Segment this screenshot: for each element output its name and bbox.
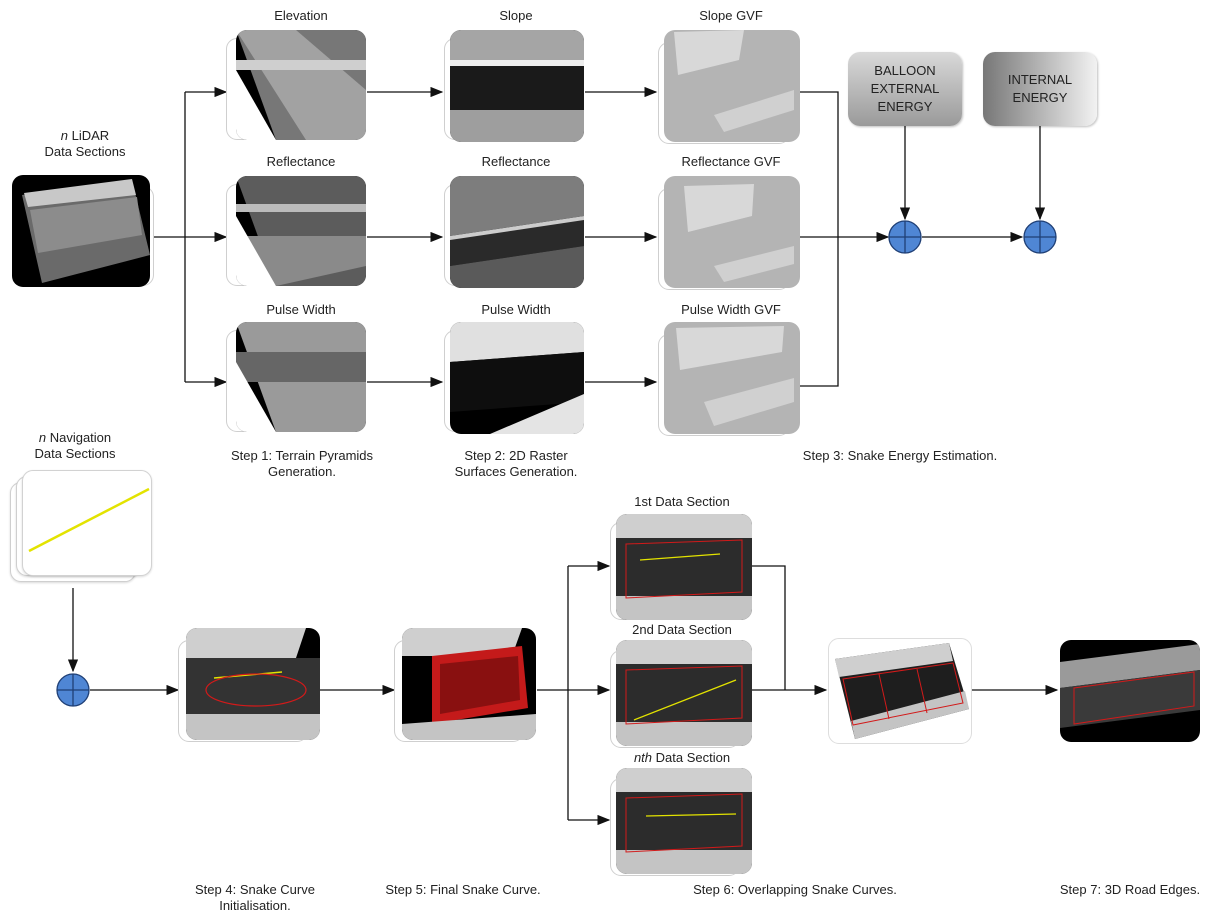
nav-title-rest: Navigation [46,430,112,445]
gvf-merge-bracket [800,91,839,387]
lidar-title-n: n [60,128,69,143]
step4-caption: Step 4: Snake Curve Initialisation. [180,882,330,914]
adder-nav-icon [56,673,90,707]
step4-snake-init-image [186,628,320,740]
balloon-line-3: ENERGY [877,99,933,114]
nav-title: n Navigation Data Sections [20,430,130,462]
step2-caption: Step 2: 2D Raster Surfaces Generation. [436,448,596,480]
lidar-title: n LiDAR Data Sections [30,128,140,160]
adder-1-icon [888,220,922,254]
balloon-line-1: BALLOON [874,63,936,78]
label-elevation: Elevation [274,8,328,23]
lidar-title-line2: Data Sections [44,144,126,159]
adder-2-icon [1023,220,1057,254]
pulse-width-gvf-image [664,322,800,434]
label-reflectance-pyramid: Reflectance [266,154,336,169]
label-reflectance-gvf: Reflectance GVF [681,154,781,169]
step2-caption-line2: Surfaces Generation. [454,464,578,479]
section-1-merge-line [752,565,786,690]
reflectance-pyramid-image [236,176,366,286]
step6-overlap-image [828,638,972,744]
step5-final-snake-image [402,628,536,740]
label-pulse-width-raster: Pulse Width [481,302,551,317]
step4-caption-line2: Initialisation. [219,898,291,913]
internal-line-1: INTERNAL [1007,72,1073,87]
label-pulse-width-gvf: Pulse Width GVF [681,302,781,317]
step5-caption: Step 5: Final Snake Curve. [385,882,541,897]
nav-title-n: n [38,430,47,445]
label-nth-rest: Data Section [652,750,731,765]
slope-gvf-image [664,30,800,142]
internal-energy-box: INTERNAL ENERGY [983,52,1097,126]
reflectance-raster-image [450,176,584,288]
step4-caption-line1: Step 4: Snake Curve [195,882,315,897]
nav-trajectory-line [28,487,150,553]
pulse-width-pyramid-image [236,322,366,432]
nav-data-image [22,470,152,576]
label-reflectance-raster: Reflectance [481,154,551,169]
step3-caption: Step 3: Snake Energy Estimation. [802,448,998,463]
label-1st-data-section: 1st Data Section [634,494,730,509]
balloon-external-energy-box: BALLOON EXTERNAL ENERGY [848,52,962,126]
balloon-line-2: EXTERNAL [870,81,940,96]
label-nth-italic: nth [633,750,653,765]
step2-caption-line1: Step 2: 2D Raster [464,448,568,463]
elevation-image [236,30,366,140]
step1-caption-line2: Generation. [268,464,336,479]
step7-caption: Step 7: 3D Road Edges. [1059,882,1201,897]
lidar-title-rest: LiDAR [68,128,110,143]
label-slope: Slope [499,8,533,23]
label-slope-gvf: Slope GVF [699,8,763,23]
label-nth-data-section: nth Data Section [612,750,752,766]
slope-image [450,30,584,142]
step1-caption-line1: Step 1: Terrain Pyramids [230,448,374,463]
lidar-data-image [12,175,150,287]
label-2nd-data-section: 2nd Data Section [632,622,732,637]
section-2-image [616,640,752,746]
section-n-image [616,768,752,874]
step7-road-edges-image [1060,640,1200,742]
nav-title-line2: Data Sections [34,446,116,461]
step1-caption: Step 1: Terrain Pyramids Generation. [222,448,382,480]
section-1-image [616,514,752,620]
step6-caption: Step 6: Overlapping Snake Curves. [693,882,897,897]
pulse-width-raster-image [450,322,584,434]
label-pulse-width-pyramid: Pulse Width [266,302,336,317]
internal-line-2: ENERGY [1012,90,1068,105]
reflectance-gvf-image [664,176,800,288]
